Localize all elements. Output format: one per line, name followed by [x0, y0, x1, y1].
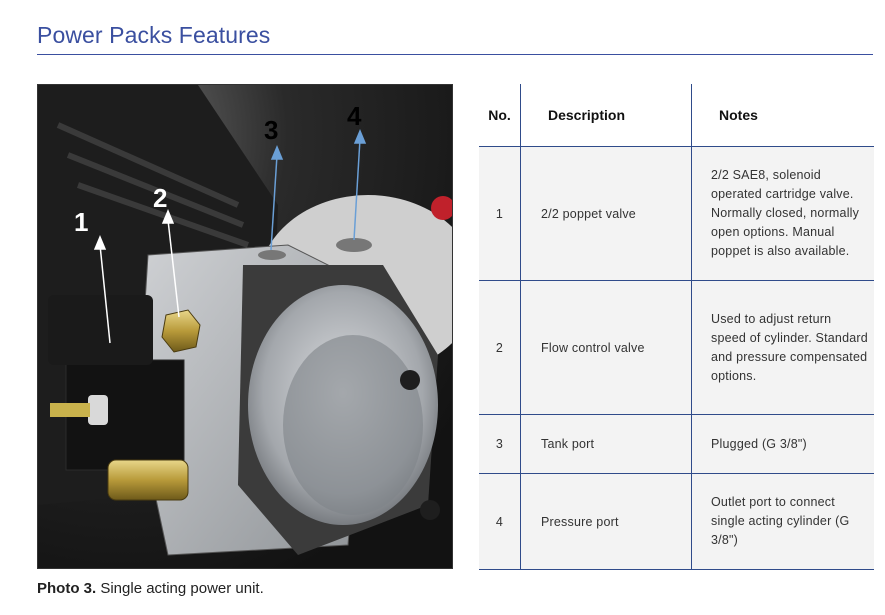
caption-text: Single acting power unit. — [96, 580, 264, 597]
callout-label-2: 2 — [153, 183, 167, 213]
page-title: Power Packs Features — [37, 22, 271, 48]
callout-label-3: 3 — [264, 115, 278, 145]
row-no: 2 — [479, 280, 521, 415]
header-description: Description — [520, 84, 692, 147]
row-notes: 2/2 SAE8, solenoid operated cartridge va… — [691, 146, 874, 281]
table-header-row: No. Description Notes — [479, 84, 874, 147]
row-notes: Plugged (G 3/8") — [691, 414, 874, 474]
table-row: 4 Pressure port Outlet port to connect s… — [479, 473, 874, 570]
features-table: No. Description Notes 1 2/2 poppet valve… — [479, 84, 874, 570]
table-row: 1 2/2 poppet valve 2/2 SAE8, solenoid op… — [479, 146, 874, 281]
power-unit-photo: 1 2 3 4 — [37, 84, 453, 569]
row-description: Flow control valve — [520, 280, 692, 415]
row-no: 3 — [479, 414, 521, 474]
callout-label-1: 1 — [74, 207, 88, 237]
table-row: 3 Tank port Plugged (G 3/8") — [479, 414, 874, 474]
title-divider — [37, 54, 873, 55]
row-description: 2/2 poppet valve — [520, 146, 692, 281]
row-description: Pressure port — [520, 473, 692, 570]
photo-caption: Photo 3. Single acting power unit. — [37, 580, 264, 597]
header-notes: Notes — [691, 84, 874, 147]
caption-bold: Photo 3. — [37, 580, 97, 597]
header-no: No. — [479, 84, 521, 147]
row-notes: Outlet port to connect single acting cyl… — [691, 473, 874, 570]
row-description: Tank port — [520, 414, 692, 474]
row-no: 1 — [479, 146, 521, 281]
row-no: 4 — [479, 473, 521, 570]
table-row: 2 Flow control valve Used to adjust retu… — [479, 280, 874, 415]
callout-label-4: 4 — [347, 101, 362, 131]
row-notes: Used to adjust return speed of cylinder.… — [691, 280, 874, 415]
